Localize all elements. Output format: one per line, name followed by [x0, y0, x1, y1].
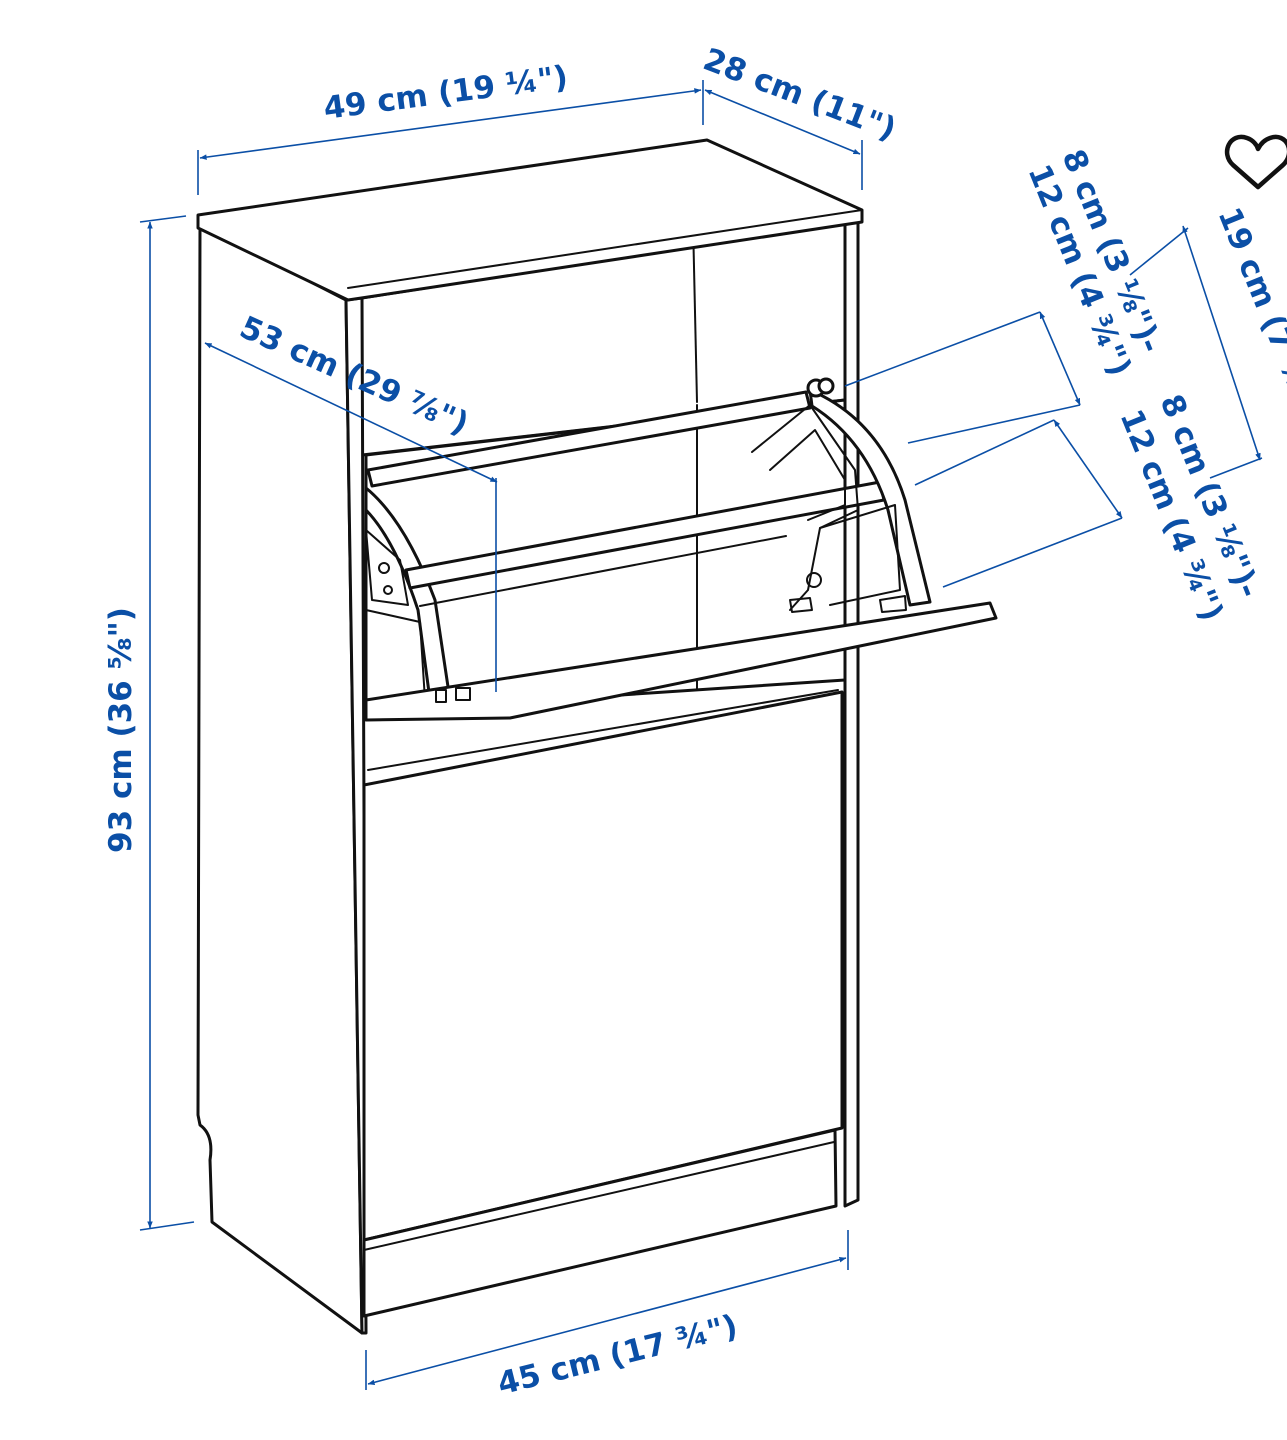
compartment-depth-label: 19 cm (7 ½") [1211, 203, 1287, 424]
base-width-label: 45 cm (17 ¾") [494, 1308, 741, 1402]
cabinet-top-front-edge [347, 209, 863, 289]
right-hinge-foot-2 [879, 595, 907, 613]
plinth-edge [363, 1141, 835, 1251]
lower-drawer-front [362, 690, 844, 1242]
ext-upper-compartment-top [844, 311, 1041, 387]
flap-front-lip [364, 601, 998, 722]
upper-compartment-dimension [1039, 311, 1081, 406]
width-label: 49 cm (19 ¼") [321, 59, 570, 127]
ext-lower-compartment-bottom [942, 517, 1123, 588]
diagonal-dimension [204, 342, 498, 483]
height-label: 93 cm (36 ⅝") [103, 607, 139, 853]
ext-height-bottom [139, 1221, 195, 1231]
width-dimension [199, 88, 702, 160]
right-hinge-pivot [806, 572, 822, 588]
left-foot-2 [455, 687, 471, 701]
left-hinge-bracket [365, 529, 409, 606]
base-width-dimension [367, 1256, 847, 1386]
cabinet [196, 138, 864, 1335]
back-panel-seam [692, 221, 698, 403]
compartment-depth-dimension [1182, 225, 1261, 461]
right-hinge-arc [808, 388, 932, 607]
right-hinge-knob-2 [817, 377, 835, 395]
flap-inner-line [419, 535, 787, 607]
drawer-top-edge [367, 689, 839, 771]
left-hinge-pin [378, 562, 390, 574]
cabinet-side-panel [196, 223, 364, 1335]
ext-height-top [139, 215, 187, 223]
dimension-lines [139, 80, 1263, 1390]
ext-depth2-bottom [1209, 457, 1263, 479]
right-hinge-arm-inner [769, 429, 846, 521]
cabinet-right-edge [843, 212, 860, 1208]
heart-outline-icon[interactable] [1224, 134, 1287, 190]
depth-dimension [704, 89, 861, 155]
lower-compartment-dimension [1053, 419, 1123, 519]
ext-upper-compartment-bottom [907, 404, 1081, 444]
right-hinge-arm [751, 404, 859, 611]
left-foot [435, 689, 447, 703]
ext-lower-compartment-top [914, 419, 1055, 486]
ext-depth2-top [1129, 227, 1189, 276]
left-hinge-pin-2 [383, 585, 393, 595]
depth-label: 28 cm (11") [698, 41, 900, 147]
right-hinge-box [819, 504, 901, 606]
right-hinge-foot [789, 597, 813, 613]
